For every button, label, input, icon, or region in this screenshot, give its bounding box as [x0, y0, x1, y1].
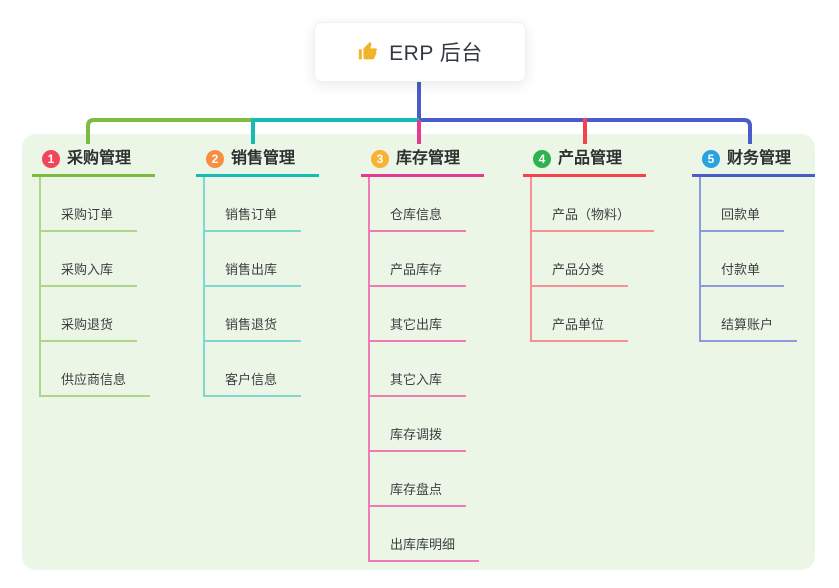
thumbs-up-icon: [359, 41, 378, 60]
branch-children: 采购订单 采购入库 采购退货 供应商信息: [39, 177, 155, 397]
child-node[interactable]: 其它出库: [370, 317, 467, 342]
branch-number-badge: 2: [206, 150, 224, 168]
child-node[interactable]: 库存盘点: [370, 482, 467, 507]
child-row: 库存调拨: [370, 397, 484, 452]
branch-number-badge: 3: [371, 150, 389, 168]
child-row: 其它入库: [370, 342, 484, 397]
branch-node[interactable]: 3 库存管理: [361, 140, 485, 177]
child-row: 其它出库: [370, 287, 484, 342]
branch-label: 采购管理: [67, 150, 132, 167]
child-row: 回款单: [701, 177, 815, 232]
branch-children: 产品（物料） 产品分类 产品单位: [530, 177, 655, 342]
child-row: 结算账户: [701, 287, 815, 342]
branch-children: 销售订单 销售出库 销售退货 客户信息: [203, 177, 319, 397]
child-node[interactable]: 产品单位: [532, 317, 629, 342]
child-row: 出库库明细: [370, 507, 484, 562]
child-node[interactable]: 采购入库: [41, 262, 138, 287]
child-row: 产品单位: [532, 287, 654, 342]
child-row: 产品（物料）: [532, 177, 655, 232]
child-row: 采购入库: [41, 232, 155, 287]
child-node[interactable]: 销售退货: [205, 317, 302, 342]
mindmap-background-panel: [22, 134, 815, 570]
branch-label: 销售管理: [231, 150, 296, 167]
child-node[interactable]: 付款单: [701, 262, 785, 287]
branch-number-badge: 4: [533, 150, 551, 168]
branch-5: 5 财务管理 回款单 付款单 结算账户: [692, 140, 816, 342]
child-row: 付款单: [701, 232, 815, 287]
branch-node[interactable]: 2 销售管理: [196, 140, 320, 177]
branch-4: 4 产品管理 产品（物料） 产品分类 产品单位: [523, 140, 655, 342]
child-node[interactable]: 库存调拨: [370, 427, 467, 452]
child-node[interactable]: 产品分类: [532, 262, 629, 287]
child-node[interactable]: 销售出库: [205, 262, 302, 287]
branch-node[interactable]: 4 产品管理: [523, 140, 647, 177]
child-row: 客户信息: [205, 342, 319, 397]
child-node[interactable]: 采购退货: [41, 317, 138, 342]
branch-children: 回款单 付款单 结算账户: [699, 177, 815, 342]
child-row: 销售退货: [205, 287, 319, 342]
child-node[interactable]: 结算账户: [701, 317, 798, 342]
child-row: 采购退货: [41, 287, 155, 342]
child-row: 产品库存: [370, 232, 484, 287]
branch-number-badge: 5: [702, 150, 720, 168]
child-node[interactable]: 客户信息: [205, 372, 302, 397]
branch-2: 2 销售管理 销售订单 销售出库 销售退货 客户信息: [196, 140, 320, 397]
root-label: ERP 后台: [389, 42, 483, 65]
child-row: 仓库信息: [370, 177, 484, 232]
branch-3: 3 库存管理 仓库信息 产品库存 其它出库 其它入库 库存调拨 库存盘点 出库库…: [361, 140, 485, 562]
child-node[interactable]: 产品（物料）: [532, 207, 655, 232]
child-node[interactable]: 仓库信息: [370, 207, 467, 232]
child-row: 销售订单: [205, 177, 319, 232]
child-row: 供应商信息: [41, 342, 155, 397]
branch-node[interactable]: 1 采购管理: [32, 140, 156, 177]
root-node[interactable]: ERP 后台: [314, 22, 526, 82]
child-row: 库存盘点: [370, 452, 484, 507]
branch-1: 1 采购管理 采购订单 采购入库 采购退货 供应商信息: [32, 140, 156, 397]
branch-number-badge: 1: [42, 150, 60, 168]
branch-label: 库存管理: [396, 150, 461, 167]
child-row: 产品分类: [532, 232, 654, 287]
child-node[interactable]: 销售订单: [205, 207, 302, 232]
branch-label: 财务管理: [727, 150, 792, 167]
child-node[interactable]: 其它入库: [370, 372, 467, 397]
child-node[interactable]: 采购订单: [41, 207, 138, 232]
child-node[interactable]: 产品库存: [370, 262, 467, 287]
child-node[interactable]: 供应商信息: [41, 372, 151, 397]
child-node[interactable]: 回款单: [701, 207, 785, 232]
branch-node[interactable]: 5 财务管理: [692, 140, 816, 177]
branch-label: 产品管理: [558, 150, 623, 167]
child-row: 采购订单: [41, 177, 155, 232]
child-row: 销售出库: [205, 232, 319, 287]
branch-children: 仓库信息 产品库存 其它出库 其它入库 库存调拨 库存盘点 出库库明细: [368, 177, 484, 562]
child-node[interactable]: 出库库明细: [370, 537, 480, 562]
